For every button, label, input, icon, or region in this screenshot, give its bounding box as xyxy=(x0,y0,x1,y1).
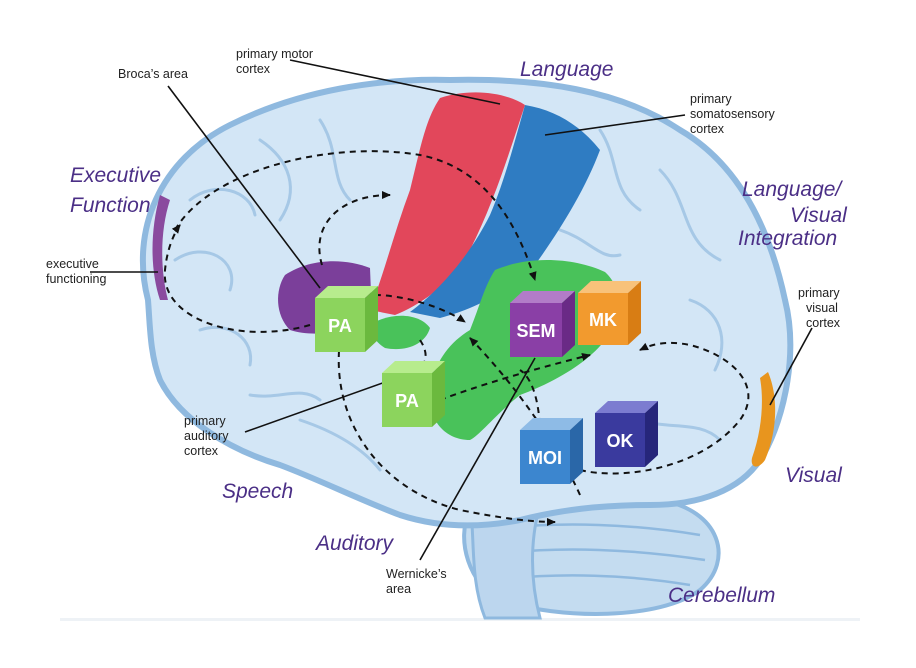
brain-stem xyxy=(468,498,542,620)
cube-pa-lower-label: PA xyxy=(395,391,419,411)
ann-somato-3: cortex xyxy=(690,122,725,136)
ann-motor-2: cortex xyxy=(236,62,271,76)
motor-cortex xyxy=(370,92,525,316)
label-auditory: Auditory xyxy=(314,532,395,555)
cube-sem: SEM xyxy=(510,291,575,357)
floor-shadow xyxy=(60,618,860,621)
ann-wernicke-2: area xyxy=(386,582,411,596)
label-language: Language xyxy=(520,58,613,81)
ann-visual-cortex-2: visual xyxy=(806,301,838,315)
ann-exec-1: executive xyxy=(46,257,99,271)
cube-pa-upper: PA xyxy=(315,286,378,352)
label-visual: Visual xyxy=(785,464,843,487)
ann-auditory-3: cortex xyxy=(184,444,219,458)
cube-pa-lower: PA xyxy=(382,361,445,427)
cube-ok-label: OK xyxy=(607,431,634,451)
ann-visual-cortex-1: primary xyxy=(798,286,840,300)
auditory-area-green xyxy=(372,315,430,350)
ann-somato-2: somatosensory xyxy=(690,107,776,121)
label-lang-visual-1: Language/ xyxy=(742,178,843,201)
ann-somato-1: primary xyxy=(690,92,732,106)
executive-area xyxy=(152,195,170,300)
cube-ok: OK xyxy=(595,401,658,467)
ann-visual-cortex-3: cortex xyxy=(806,316,841,330)
label-executive-1: Executive xyxy=(70,164,161,187)
cube-pa-upper-label: PA xyxy=(328,316,352,336)
label-cerebellum: Cerebellum xyxy=(668,584,775,607)
gyri-folds xyxy=(173,118,724,472)
ann-auditory-2: auditory xyxy=(184,429,229,443)
ann-exec-2: functioning xyxy=(46,272,107,286)
ann-auditory-1: primary xyxy=(184,414,226,428)
cube-sem-label: SEM xyxy=(516,321,555,341)
label-executive-2: Function xyxy=(70,194,151,217)
label-lang-visual-2: Visual xyxy=(790,204,848,227)
somatosensory-cortex xyxy=(410,105,600,318)
cube-moi: MOI xyxy=(520,418,583,484)
ann-brocas-area: Broca’s area xyxy=(118,67,188,81)
cube-mk: MK xyxy=(578,281,641,345)
ann-wernicke-1: Wernicke’s xyxy=(386,567,447,581)
cube-moi-label: MOI xyxy=(528,448,562,468)
cube-mk-label: MK xyxy=(589,310,617,330)
label-speech: Speech xyxy=(222,480,293,503)
label-lang-visual-3: Integration xyxy=(738,227,837,250)
leader-lines xyxy=(90,59,813,561)
visual-cortex xyxy=(751,372,776,467)
ann-motor-1: primary motor xyxy=(236,47,313,61)
